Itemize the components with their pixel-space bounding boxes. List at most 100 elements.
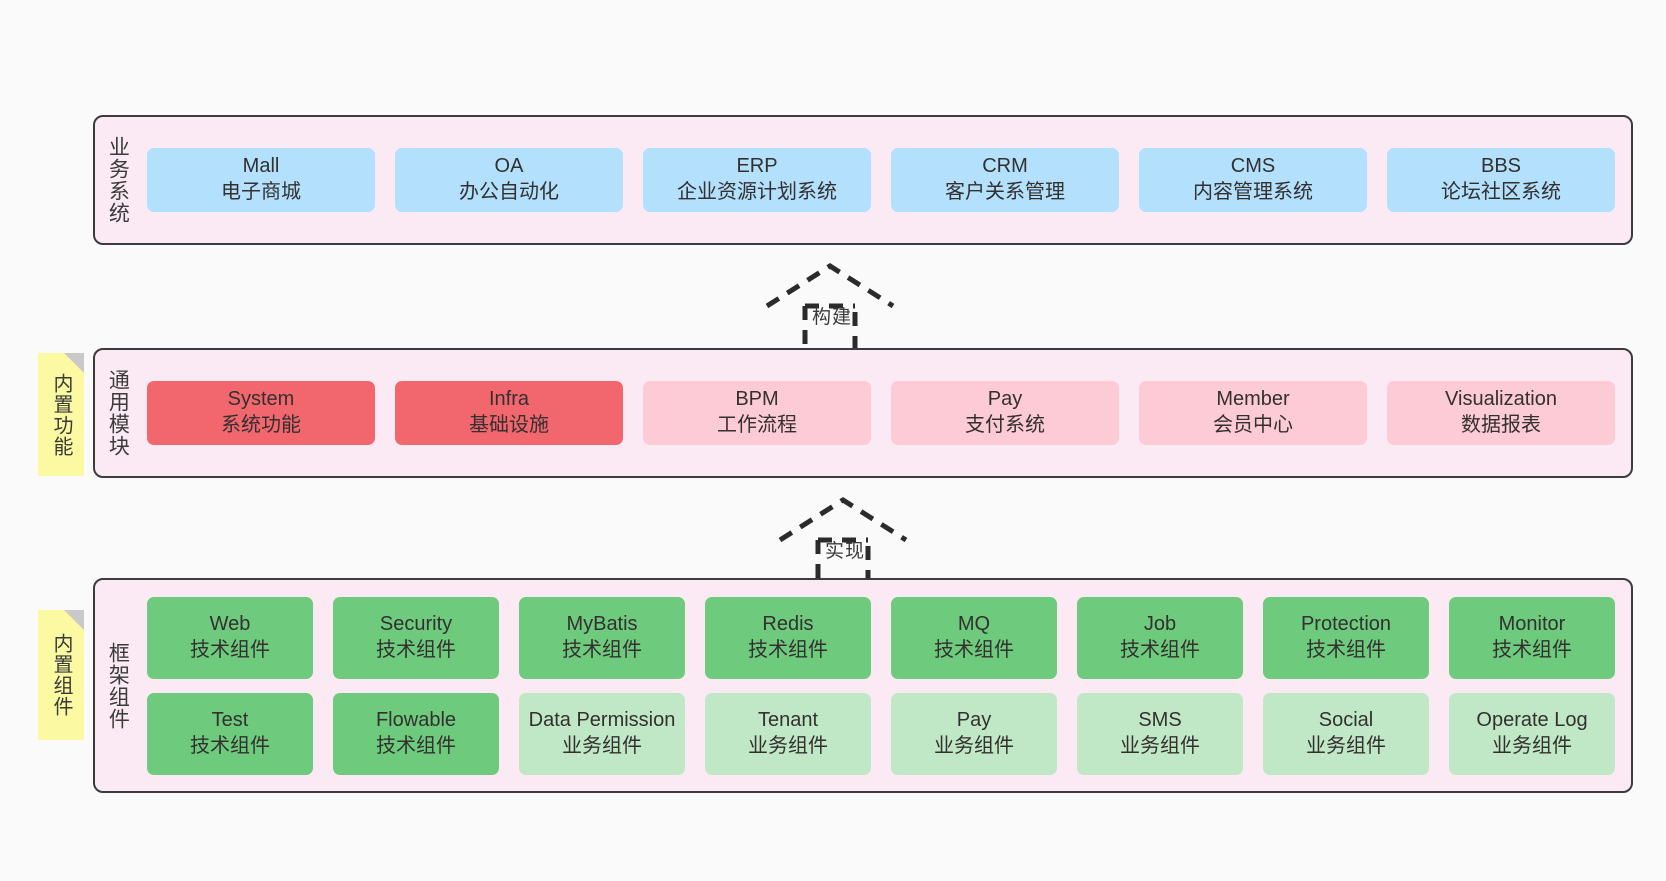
card-mall[interactable]: Mall 电子商城 <box>147 148 375 212</box>
card-web-desc: 技术组件 <box>190 638 270 661</box>
card-operate-log[interactable]: Operate Log 业务组件 <box>1449 692 1615 775</box>
card-system-name: System <box>227 388 295 411</box>
card-erp-desc: 企业资源计划系统 <box>677 181 837 203</box>
card-crm[interactable]: CRM 客户关系管理 <box>891 148 1119 212</box>
layer-framework-component-label: 框架组件 <box>106 641 130 730</box>
connector-implement-label: 实现 <box>825 541 866 562</box>
connector-implement: 实现 <box>768 492 928 588</box>
card-test-desc: 技术组件 <box>190 734 270 757</box>
card-infra-desc: 基础设施 <box>469 414 549 436</box>
card-redis[interactable]: Redis 技术组件 <box>705 596 871 679</box>
card-sms[interactable]: SMS 业务组件 <box>1077 692 1243 775</box>
card-bbs[interactable]: BBS 论坛社区系统 <box>1387 148 1615 212</box>
card-bpm[interactable]: BPM 工作流程 <box>643 381 871 445</box>
card-sms-name: SMS <box>1138 708 1182 731</box>
card-security-name: Security <box>379 612 453 635</box>
card-visualization[interactable]: Visualization 数据报表 <box>1387 381 1615 445</box>
connector-build-label: 构建 <box>812 307 853 328</box>
card-sms-desc: 业务组件 <box>1120 734 1200 757</box>
card-redis-name: Redis <box>762 612 814 635</box>
card-member-name: Member <box>1216 388 1290 411</box>
card-system[interactable]: System 系统功能 <box>147 381 375 445</box>
card-protection-desc: 技术组件 <box>1306 638 1386 661</box>
card-mybatis[interactable]: MyBatis 技术组件 <box>519 596 685 679</box>
card-tenant[interactable]: Tenant 业务组件 <box>705 692 871 775</box>
build-arrow-head <box>765 263 895 309</box>
layer-business-system-cards: Mall 电子商城 OA 办公自动化 ERP 企业资源计划系统 CRM 客户关系… <box>139 117 1631 243</box>
card-mybatis-name: MyBatis <box>566 612 638 635</box>
card-monitor[interactable]: Monitor 技术组件 <box>1449 596 1615 679</box>
card-pay-component[interactable]: Pay 业务组件 <box>891 692 1057 775</box>
card-social[interactable]: Social 业务组件 <box>1263 692 1429 775</box>
layer-business-system: 业务系统 Mall 电子商城 OA 办公自动化 ERP 企业资源计划系统 CRM… <box>93 115 1633 245</box>
card-web[interactable]: Web 技术组件 <box>147 596 313 679</box>
card-member[interactable]: Member 会员中心 <box>1139 381 1367 445</box>
card-mybatis-desc: 技术组件 <box>562 638 642 661</box>
card-pay-module[interactable]: Pay 支付系统 <box>891 381 1119 445</box>
layer-common-module-cards: System 系统功能 Infra 基础设施 BPM 工作流程 Pay 支付系统… <box>139 350 1631 476</box>
card-test[interactable]: Test 技术组件 <box>147 692 313 775</box>
card-bbs-name: BBS <box>1480 155 1522 178</box>
card-web-name: Web <box>209 612 251 635</box>
card-operate-log-desc: 业务组件 <box>1492 734 1572 757</box>
card-social-desc: 业务组件 <box>1306 734 1386 757</box>
note-builtin-component: 内置组件 <box>38 610 84 740</box>
layer-framework-component-cards: Web 技术组件 Security 技术组件 MyBatis 技术组件 Redi… <box>139 580 1631 791</box>
card-social-name: Social <box>1318 708 1374 731</box>
card-job-name: Job <box>1143 612 1177 635</box>
card-monitor-desc: 技术组件 <box>1492 638 1572 661</box>
framework-card-row-1: Web 技术组件 Security 技术组件 MyBatis 技术组件 Redi… <box>147 596 1615 679</box>
layer-framework-component: 框架组件 Web 技术组件 Security 技术组件 MyBatis 技术组件… <box>93 578 1633 793</box>
note-builtin-function: 内置功能 <box>38 353 84 476</box>
layer-common-module: 通用模块 System 系统功能 Infra 基础设施 BPM 工作流程 Pay… <box>93 348 1633 478</box>
card-monitor-name: Monitor <box>1498 612 1566 635</box>
note-builtin-function-label: 内置功能 <box>50 372 72 457</box>
card-data-permission-name: Data Permission <box>528 708 676 731</box>
card-mall-name: Mall <box>242 155 280 178</box>
common-card-row: System 系统功能 Infra 基础设施 BPM 工作流程 Pay 支付系统… <box>147 381 1615 445</box>
card-bpm-name: BPM <box>735 388 779 411</box>
implement-arrow-head <box>778 497 908 543</box>
note-builtin-component-label: 内置组件 <box>50 633 72 717</box>
card-redis-desc: 技术组件 <box>748 638 828 661</box>
note-fold-corner-icon <box>64 353 84 373</box>
card-flowable-name: Flowable <box>375 708 457 731</box>
card-mq[interactable]: MQ 技术组件 <box>891 596 1057 679</box>
card-data-permission[interactable]: Data Permission 业务组件 <box>519 692 685 775</box>
card-cms-name: CMS <box>1230 155 1276 178</box>
card-cms-desc: 内容管理系统 <box>1193 181 1313 203</box>
card-oa-name: OA <box>494 155 524 178</box>
card-oa[interactable]: OA 办公自动化 <box>395 148 623 212</box>
card-pay-module-desc: 支付系统 <box>965 414 1045 436</box>
card-erp-name: ERP <box>736 155 778 178</box>
card-flowable[interactable]: Flowable 技术组件 <box>333 692 499 775</box>
card-pay-module-name: Pay <box>987 388 1023 411</box>
layer-common-module-label: 通用模块 <box>106 369 130 457</box>
card-mq-name: MQ <box>957 612 991 635</box>
card-bbs-desc: 论坛社区系统 <box>1441 181 1561 203</box>
card-security-desc: 技术组件 <box>376 638 456 661</box>
card-security[interactable]: Security 技术组件 <box>333 596 499 679</box>
connector-build: 构建 <box>755 258 915 354</box>
card-protection[interactable]: Protection 技术组件 <box>1263 596 1429 679</box>
card-test-name: Test <box>211 708 249 731</box>
card-pay-component-name: Pay <box>956 708 992 731</box>
card-mq-desc: 技术组件 <box>934 638 1014 661</box>
card-job-desc: 技术组件 <box>1120 638 1200 661</box>
card-job[interactable]: Job 技术组件 <box>1077 596 1243 679</box>
card-erp[interactable]: ERP 企业资源计划系统 <box>643 148 871 212</box>
card-infra-name: Infra <box>488 388 530 411</box>
card-system-desc: 系统功能 <box>221 414 301 436</box>
card-member-desc: 会员中心 <box>1213 414 1293 436</box>
card-cms[interactable]: CMS 内容管理系统 <box>1139 148 1367 212</box>
card-operate-log-name: Operate Log <box>1476 708 1588 731</box>
card-oa-desc: 办公自动化 <box>459 181 559 203</box>
card-mall-desc: 电子商城 <box>221 181 301 203</box>
note-fold-corner-icon <box>64 610 84 630</box>
card-pay-component-desc: 业务组件 <box>934 734 1014 757</box>
card-flowable-desc: 技术组件 <box>376 734 456 757</box>
card-infra[interactable]: Infra 基础设施 <box>395 381 623 445</box>
card-visualization-desc: 数据报表 <box>1461 414 1541 436</box>
business-card-row: Mall 电子商城 OA 办公自动化 ERP 企业资源计划系统 CRM 客户关系… <box>147 148 1615 212</box>
